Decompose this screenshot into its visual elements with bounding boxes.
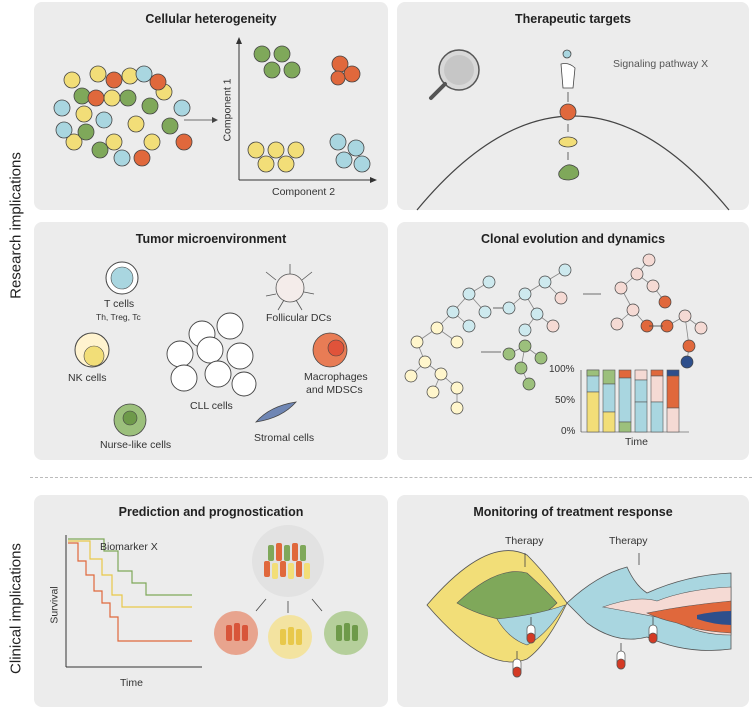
survival-curve-yellow [68, 540, 192, 608]
heterogeneity-illustration [53, 37, 377, 183]
blue-cluster [329, 133, 371, 173]
panel-title: Clonal evolution and dynamics [480, 232, 666, 246]
magnifier-icon [429, 49, 480, 100]
t-cells-label: T cells [104, 298, 135, 310]
nurse-like-cell-icon [113, 403, 147, 437]
survival-curve-orange [68, 542, 192, 642]
clinical-implications-label: Clinical implications [7, 543, 25, 674]
stromal-cell-icon [254, 401, 298, 423]
tick-100: 100% [549, 364, 575, 375]
ligand [562, 49, 572, 59]
signal-green [558, 164, 580, 181]
stromal-cells-label: Stromal cells [254, 432, 315, 444]
panel-monitoring: Monitoring of treatment response Therapy… [397, 495, 749, 707]
tube-icons [512, 624, 658, 678]
orange-clone [646, 600, 732, 634]
nk-cell-icon [74, 332, 110, 368]
panel-therapeutic-targets: Therapeutic targets Signaling pathway X [397, 2, 749, 211]
stacked-bar-chart [580, 369, 689, 433]
macrophages-label: Macrophages [304, 371, 368, 383]
cll-cells-label: CLL cells [190, 400, 233, 412]
survival-curve-green [68, 538, 192, 596]
progression-arrows [481, 293, 663, 353]
panel-title: Therapeutic targets [514, 12, 631, 26]
tree-nodes [404, 253, 708, 415]
macrophage-icon [312, 332, 348, 368]
green-clone [456, 571, 558, 622]
therapy-label-2: Therapy [609, 535, 648, 547]
pathway-label: Signaling pathway X [613, 58, 709, 70]
panel-cellular-heterogeneity: Cellular heterogeneity Component 1 Compo… [34, 2, 388, 210]
targets-illustration [416, 49, 730, 211]
nk-cells-label: NK cells [68, 372, 107, 384]
cll-cells-icon [166, 312, 257, 397]
panel-title: Monitoring of treatment response [473, 505, 673, 519]
survival-axis-label: Survival [48, 586, 61, 624]
tick-0: 0% [561, 426, 576, 437]
t-cell-icon [105, 261, 139, 295]
receptor [560, 63, 576, 89]
x-axis-label: Component 2 [272, 186, 336, 198]
section-divider [30, 477, 752, 478]
follicular-dc-icon [265, 264, 315, 311]
research-implications-label: Research implications [7, 152, 25, 299]
tick-50: 50% [555, 395, 576, 406]
orange-cluster [330, 55, 361, 86]
mixed-cell-cluster [53, 65, 193, 167]
signal-orange [559, 103, 577, 121]
time-axis-label: Time [120, 677, 143, 689]
panel-tumor-microenvironment: Tumor microenvironment T cells Th, Treg,… [34, 222, 388, 460]
panel-title: Prediction and prognostication [118, 505, 304, 519]
therapy-label-1: Therapy [505, 535, 544, 547]
panel-title: Tumor microenvironment [135, 232, 287, 246]
clonal-trees [404, 253, 708, 433]
microenvironment-illustration [74, 261, 348, 437]
time-axis-label: Time [625, 436, 648, 448]
biomarker-label: Biomarker X [100, 541, 158, 553]
follicular-dcs-label: Follicular DCs [266, 312, 332, 324]
panel-prediction: Prediction and prognostication Biomarker… [34, 495, 388, 707]
population-figures [264, 543, 310, 579]
t-cells-sublabel: Th, Treg, Tc [96, 312, 141, 322]
signal-yellow [558, 136, 578, 148]
yellow-cluster [247, 141, 305, 173]
panel-title: Cellular heterogeneity [145, 12, 277, 26]
y-axis-label: Component 1 [221, 78, 234, 142]
panel-clonal-evolution: Clonal evolution and dynamics [397, 222, 749, 460]
prediction-illustration [65, 525, 368, 668]
navy-clone [697, 611, 731, 625]
nurse-like-cells-label: Nurse-like cells [100, 439, 172, 451]
green-cluster [253, 45, 301, 79]
cell-membrane [416, 115, 730, 211]
mdscs-label: and MDSCs [306, 384, 363, 396]
fish-plot [426, 550, 732, 678]
